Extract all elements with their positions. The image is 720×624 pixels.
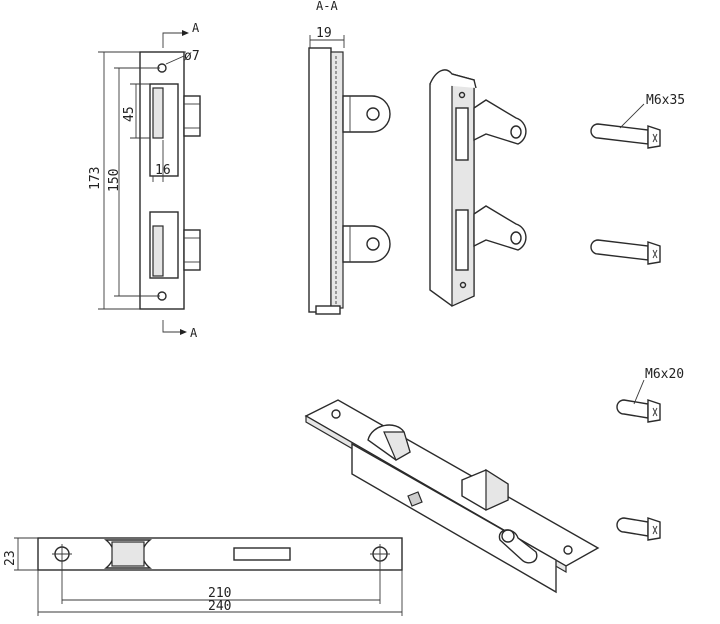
section-marker-bottom-label: A: [190, 326, 198, 340]
screw-m6x35-lower: [590, 239, 661, 265]
isometric-lock-body: [304, 399, 600, 594]
dim-150: 150: [107, 169, 122, 192]
flat-deadbolt: [233, 547, 291, 561]
section-marker-top-label: A: [192, 21, 200, 35]
screw-label-short: M6x20: [645, 367, 684, 382]
dim-45: 45: [122, 106, 137, 122]
lower-tab: [183, 229, 201, 271]
dim-19: 19: [316, 26, 332, 41]
isometric-strike: [429, 69, 527, 307]
screw-m6x35-upper: M6x35: [590, 93, 685, 149]
section-profile: [308, 47, 332, 313]
dim-hole-diameter: ø7: [184, 49, 200, 64]
dim-173: 173: [88, 167, 103, 190]
upper-tab: [183, 95, 201, 137]
section-marker-top: A: [162, 21, 200, 48]
section-title: A-A: [316, 0, 338, 13]
section-marker-bottom: A: [162, 320, 198, 340]
screw-m6x20-upper: M6x20: [616, 367, 684, 423]
dim-210: 210: [208, 586, 231, 601]
flat-lock-body: 23 210 240: [3, 537, 403, 616]
dim-240: 240: [208, 599, 231, 614]
front-view-strike-plate: A A 173 150: [88, 21, 201, 340]
screw-m6x20-lower: [616, 517, 661, 541]
dim-23: 23: [3, 550, 18, 566]
screw-label-long: M6x35: [646, 93, 685, 108]
dim-16: 16: [155, 163, 171, 178]
flat-body-outline: [37, 537, 403, 571]
section-view-a-a: A-A 19: [308, 0, 391, 315]
